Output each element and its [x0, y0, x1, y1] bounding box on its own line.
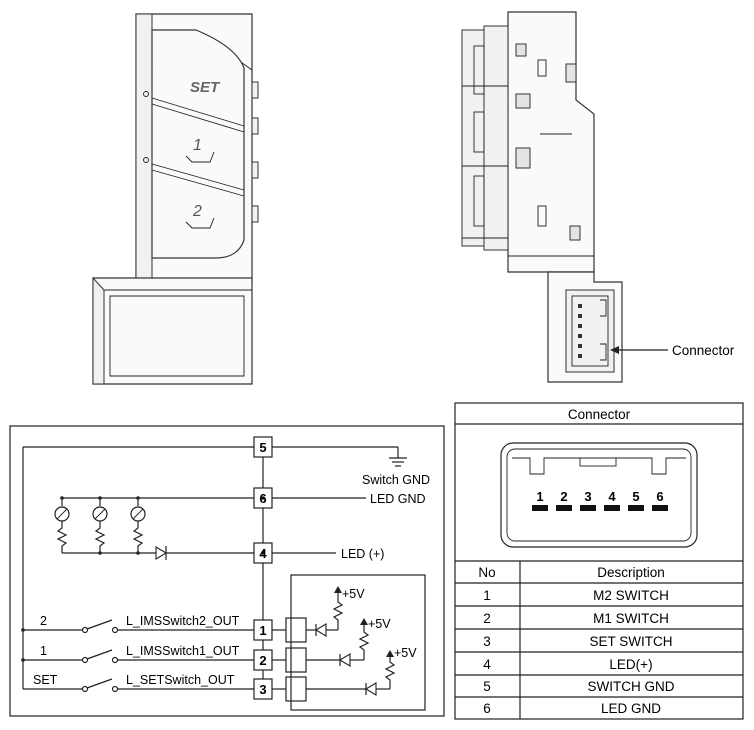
indicator-lamp-1	[54, 498, 70, 553]
vcc-label-2: +5V	[368, 617, 391, 631]
connector-table-title: Connector	[568, 407, 631, 422]
memory-2-button-label: 2	[192, 203, 202, 220]
table-row-no: 5	[483, 679, 491, 694]
table-row-no: 2	[483, 611, 491, 626]
connector-face-illustration	[500, 442, 698, 548]
switch-set-label: SET	[33, 673, 58, 687]
table-row-description: SWITCH GND	[588, 679, 675, 694]
connector-callout-label: Connector	[672, 343, 735, 358]
switch-m1	[23, 649, 254, 664]
switch-set	[23, 678, 254, 693]
memory-1-button-label: 1	[193, 137, 202, 154]
connector-table	[454, 402, 744, 720]
switch-1-label: 1	[40, 644, 47, 658]
connector-pin-1: 1	[536, 489, 543, 504]
connector-pin-6: 6	[656, 489, 663, 504]
table-row-no: 1	[483, 588, 491, 603]
table-row-description: M1 SWITCH	[593, 611, 669, 626]
indicator-lamp-2	[92, 498, 108, 553]
switch-m2	[23, 619, 254, 634]
table-header-description: Description	[597, 565, 665, 580]
wiring-schematic	[9, 425, 445, 717]
table-row-no: 6	[483, 701, 491, 716]
switch-2-label: 2	[40, 614, 47, 628]
table-row-no: 4	[483, 657, 491, 672]
table-row-no: 3	[483, 634, 491, 649]
set-button-label: SET	[190, 79, 221, 96]
set-switch-out-label: L_SETSwitch_OUT	[126, 673, 235, 687]
switch1-out-label: L_IMSSwitch1_OUT	[126, 644, 240, 658]
pin-number-5: 5	[259, 440, 266, 455]
connector-pin-5: 5	[632, 489, 639, 504]
pin-number-4: 4	[259, 546, 267, 561]
table-row-description: SET SWITCH	[589, 634, 672, 649]
led-plus-label: LED (+)	[341, 547, 384, 561]
connector-pin-4: 4	[608, 489, 616, 504]
connector-pin-3: 3	[584, 489, 591, 504]
rear-view-illustration	[461, 11, 668, 383]
front-view-illustration: SET 1 2	[92, 13, 259, 385]
table-row-description: LED GND	[601, 701, 661, 716]
connector-pin-2: 2	[560, 489, 567, 504]
table-row-description: LED(+)	[609, 657, 652, 672]
switch2-out-label: L_IMSSwitch2_OUT	[126, 614, 240, 628]
table-row-description: M2 SWITCH	[593, 588, 669, 603]
vcc-label-3: +5V	[394, 646, 417, 660]
pin-number-3: 3	[259, 682, 266, 697]
table-header-no: No	[478, 565, 495, 580]
pin-number-1: 1	[259, 623, 266, 638]
switch-gnd-label: Switch GND	[362, 473, 430, 487]
pin-number-6: 6	[259, 491, 266, 506]
vcc-label-1: +5V	[342, 587, 365, 601]
pin-number-2: 2	[259, 653, 266, 668]
indicator-lamp-3	[130, 498, 146, 553]
led-gnd-label: LED GND	[370, 492, 426, 506]
